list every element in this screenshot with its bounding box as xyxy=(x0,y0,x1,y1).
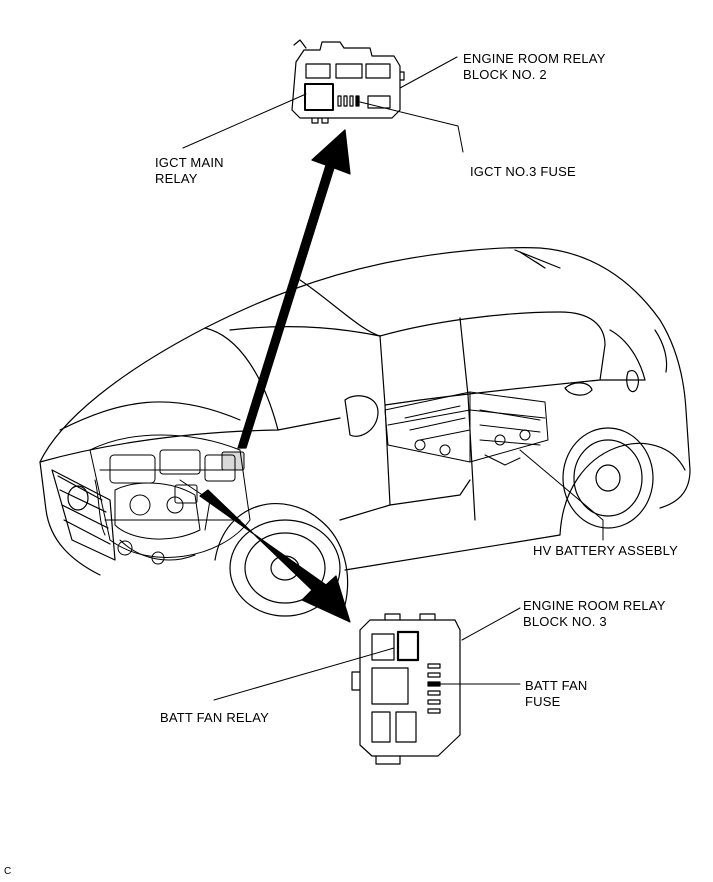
label-batt-fan-relay: BATT FAN RELAY xyxy=(160,710,269,726)
label-igct-main-relay-line-1: IGCT MAIN xyxy=(155,155,224,170)
label-batt-fan-fuse-line-1: BATT FAN xyxy=(525,678,588,693)
label-relay-block-2-line-2: BLOCK NO. 2 xyxy=(463,67,547,82)
label-hv-battery-text: HV BATTERY ASSEBLY xyxy=(533,543,678,558)
vehicle-illustration xyxy=(39,247,691,617)
label-batt-fan-fuse: BATT FAN FUSE xyxy=(525,678,588,710)
arrow-to-relay-block-2 xyxy=(237,129,351,449)
leader-lines xyxy=(182,56,604,701)
label-relay-block-3-line-2: BLOCK NO. 3 xyxy=(523,614,607,629)
label-engine-room-relay-block-3: ENGINE ROOM RELAY BLOCK NO. 3 xyxy=(523,598,666,630)
hv-battery-illustration xyxy=(384,391,549,466)
label-batt-fan-fuse-line-2: FUSE xyxy=(525,694,561,709)
relay-block-2 xyxy=(291,39,405,124)
corner-code: C xyxy=(4,866,12,877)
engine-bay xyxy=(89,434,251,565)
label-igct-no3-fuse-text: IGCT NO.3 FUSE xyxy=(470,164,576,179)
label-igct-no3-fuse: IGCT NO.3 FUSE xyxy=(470,164,576,180)
label-relay-block-3-line-1: ENGINE ROOM RELAY xyxy=(523,598,666,613)
label-igct-main-relay: IGCT MAIN RELAY xyxy=(155,155,224,187)
label-igct-main-relay-line-2: RELAY xyxy=(155,171,198,186)
relay-block-3 xyxy=(351,613,461,765)
label-hv-battery-assembly: HV BATTERY ASSEBLY xyxy=(533,543,678,559)
label-batt-fan-relay-text: BATT FAN RELAY xyxy=(160,710,269,725)
label-relay-block-2-line-1: ENGINE ROOM RELAY xyxy=(463,51,606,66)
arrow-to-relay-block-3 xyxy=(199,489,351,623)
label-engine-room-relay-block-2: ENGINE ROOM RELAY BLOCK NO. 2 xyxy=(463,51,606,83)
